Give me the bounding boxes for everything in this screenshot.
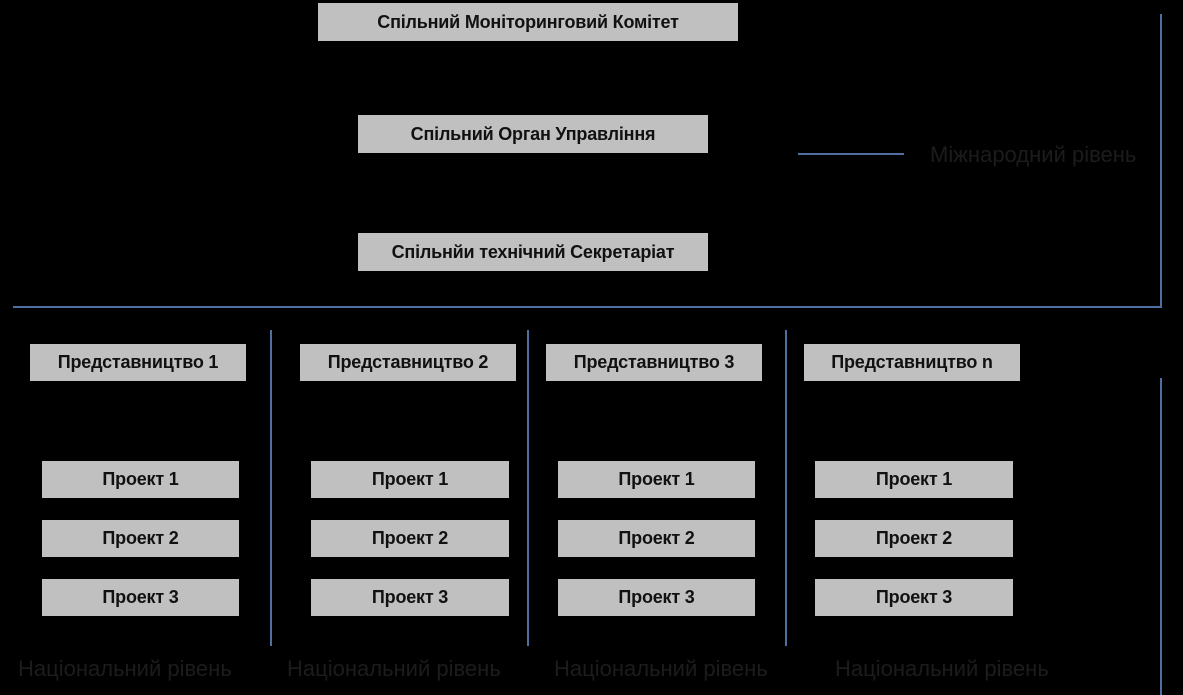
column-separator-3: [785, 330, 787, 646]
project-box: Проект 3: [558, 579, 755, 616]
project-box: Проект 3: [311, 579, 509, 616]
national-level-label: Національний рівень: [554, 656, 768, 681]
project-box: Проект 3: [815, 579, 1013, 616]
national-level-label: Національний рівень: [18, 656, 232, 681]
branch-title: Представництво 3: [546, 344, 762, 381]
project-box: Проект 1: [815, 461, 1013, 498]
national-level-label: Національний рівень: [835, 656, 1049, 681]
project-box: Проект 2: [815, 520, 1013, 557]
project-box: Проект 2: [42, 520, 239, 557]
project-box: Проект 1: [42, 461, 239, 498]
project-box: Проект 1: [558, 461, 755, 498]
project-box: Проект 3: [42, 579, 239, 616]
level-divider-line: [13, 306, 1162, 308]
managing-authority-box: Спільний Орган Управління: [358, 115, 708, 153]
branch-title: Представництво 2: [300, 344, 516, 381]
technical-secretariat-box: Спільнйи технічний Секретаріат: [358, 233, 708, 271]
branch-title: Представництво n: [804, 344, 1020, 381]
monitoring-committee-box: Спільний Моніторинговий Комітет: [318, 3, 738, 41]
national-level-right-border: [1160, 378, 1162, 695]
column-separator-1: [270, 330, 272, 646]
column-separator-2: [527, 330, 529, 646]
international-level-connector: [798, 153, 904, 155]
national-level-label: Національний рівень: [287, 656, 501, 681]
international-level-right-border: [1160, 14, 1162, 308]
project-box: Проект 1: [311, 461, 509, 498]
international-level-label: Міжнародний рівень: [930, 142, 1137, 167]
project-box: Проект 2: [311, 520, 509, 557]
branch-title: Представництво 1: [30, 344, 246, 381]
project-box: Проект 2: [558, 520, 755, 557]
